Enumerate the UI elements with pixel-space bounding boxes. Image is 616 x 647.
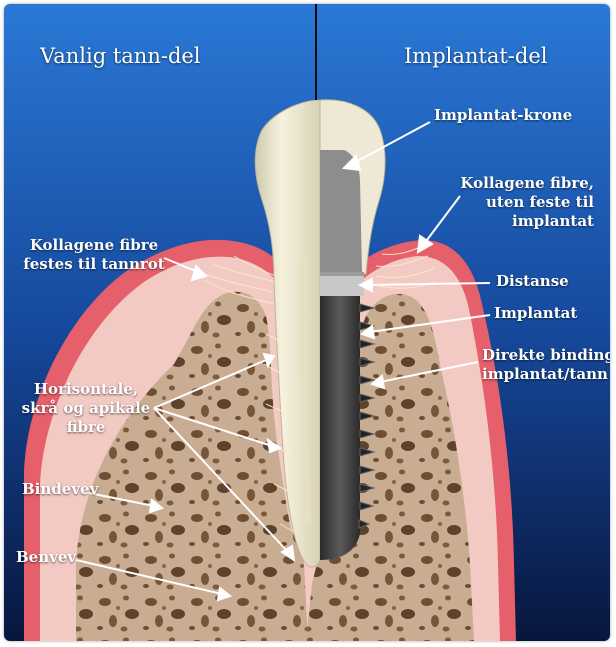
label-fibres: Horisontale, skrå og apikale fibre bbox=[10, 380, 162, 437]
label-implant: Implantat bbox=[494, 304, 577, 323]
label-abutment: Distanse bbox=[496, 272, 569, 291]
label-implant-crown: Implantat-krone bbox=[434, 106, 572, 125]
label-direct-bond: Direkte binding implantat/tann bbox=[482, 346, 610, 384]
implant-screw bbox=[320, 296, 360, 560]
header-natural-tooth: Vanlig tann-del bbox=[40, 44, 201, 68]
label-collagen-root: Kollagene fibre festes til tannrot bbox=[16, 236, 172, 274]
header-implant: Implantat-del bbox=[404, 44, 548, 68]
diagram-frame: Vanlig tann-del Implantat-del Implantat-… bbox=[4, 4, 610, 641]
label-connective-tissue: Bindevev bbox=[22, 480, 98, 499]
label-collagen-no-attach: Kollagene fibre, uten feste til implanta… bbox=[448, 174, 594, 231]
label-bone-tissue: Benvev bbox=[16, 548, 76, 567]
